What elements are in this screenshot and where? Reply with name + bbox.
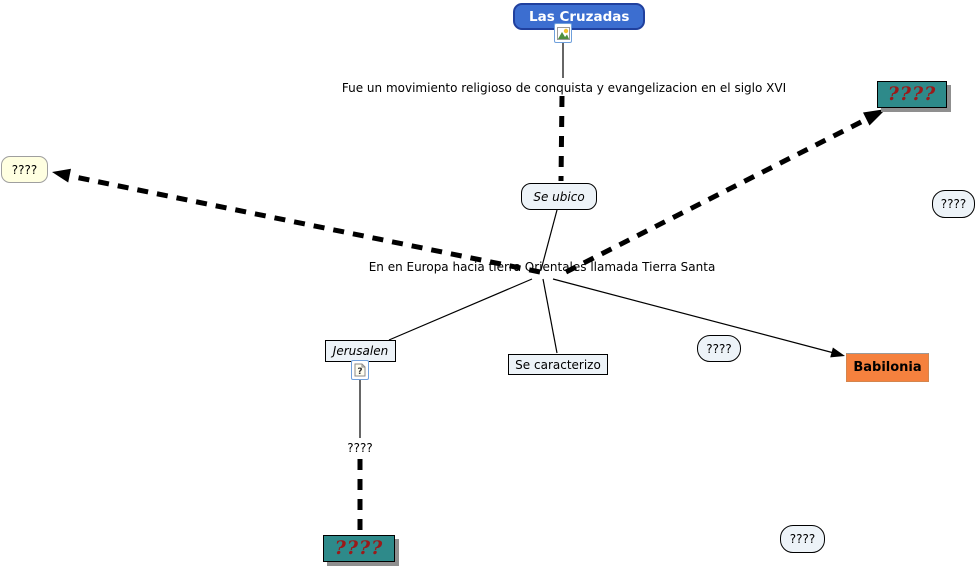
image-icon[interactable] (554, 23, 572, 43)
linking-node-se-caracterizo[interactable]: Se caracterizo (508, 354, 608, 375)
unknown-top-right-label: ???? (887, 83, 937, 105)
arrowhead-topright-unknown (863, 109, 886, 126)
concept-unknown-bottom-teal[interactable]: ???? (323, 535, 395, 562)
unknown-right-label: ???? (940, 197, 967, 211)
unknown-left-label: ???? (11, 162, 38, 177)
concept-unknown-right[interactable]: ???? (932, 190, 975, 218)
dashed-link-movimiento-to-seubico (558, 95, 565, 182)
arrowhead-left-unknown (52, 168, 71, 183)
link-europa-to-secaracterizo (542, 278, 558, 354)
linking-phrase-movimiento[interactable]: Fue un movimiento religioso de conquista… (341, 81, 787, 95)
linking-phrase-europa[interactable]: En en Europa hacia tierra Orientales lla… (368, 260, 716, 274)
concept-babilonia[interactable]: Babilonia (846, 353, 929, 382)
linking-phrase-jerusalen-unknown[interactable]: ???? (347, 441, 373, 455)
linking-node-se-ubico[interactable]: Se ubico (521, 183, 597, 210)
question-document-icon[interactable]: ? (351, 360, 369, 380)
concept-las-cruzadas[interactable]: Las Cruzadas (513, 3, 646, 30)
concept-unknown-top-right[interactable]: ???? (877, 81, 947, 108)
arrowhead-babilonia (830, 347, 845, 358)
image-icon-glyph (556, 26, 570, 40)
link-europa-to-jerusalen (388, 278, 533, 341)
babilonia-unknown-label: ???? (706, 341, 732, 356)
concept-las-cruzadas-label: Las Cruzadas (529, 8, 630, 25)
concept-unknown-left[interactable]: ???? (1, 156, 48, 183)
dashed-link-europa-to-left-unknown (69, 173, 541, 275)
concept-jerusalen[interactable]: Jerusalen (325, 340, 396, 362)
se-ubico-label: Se ubico (533, 189, 585, 204)
se-caracterizo-label: Se caracterizo (515, 357, 601, 372)
linking-node-babilonia-unknown[interactable]: ???? (697, 335, 741, 362)
concept-unknown-bottom-right[interactable]: ???? (780, 525, 825, 553)
link-seubico-to-europa (540, 209, 558, 271)
link-europa-to-babilonia (552, 278, 835, 354)
unknown-bottom-teal-label: ???? (334, 537, 384, 559)
unknown-bottom-right-label: ???? (789, 532, 816, 546)
svg-text:?: ? (357, 367, 362, 377)
dashed-link-europa-to-topright-unknown (564, 115, 871, 275)
babilonia-label: Babilonia (853, 360, 922, 375)
jerusalen-label: Jerusalen (332, 344, 389, 358)
question-document-icon-glyph: ? (354, 363, 366, 377)
